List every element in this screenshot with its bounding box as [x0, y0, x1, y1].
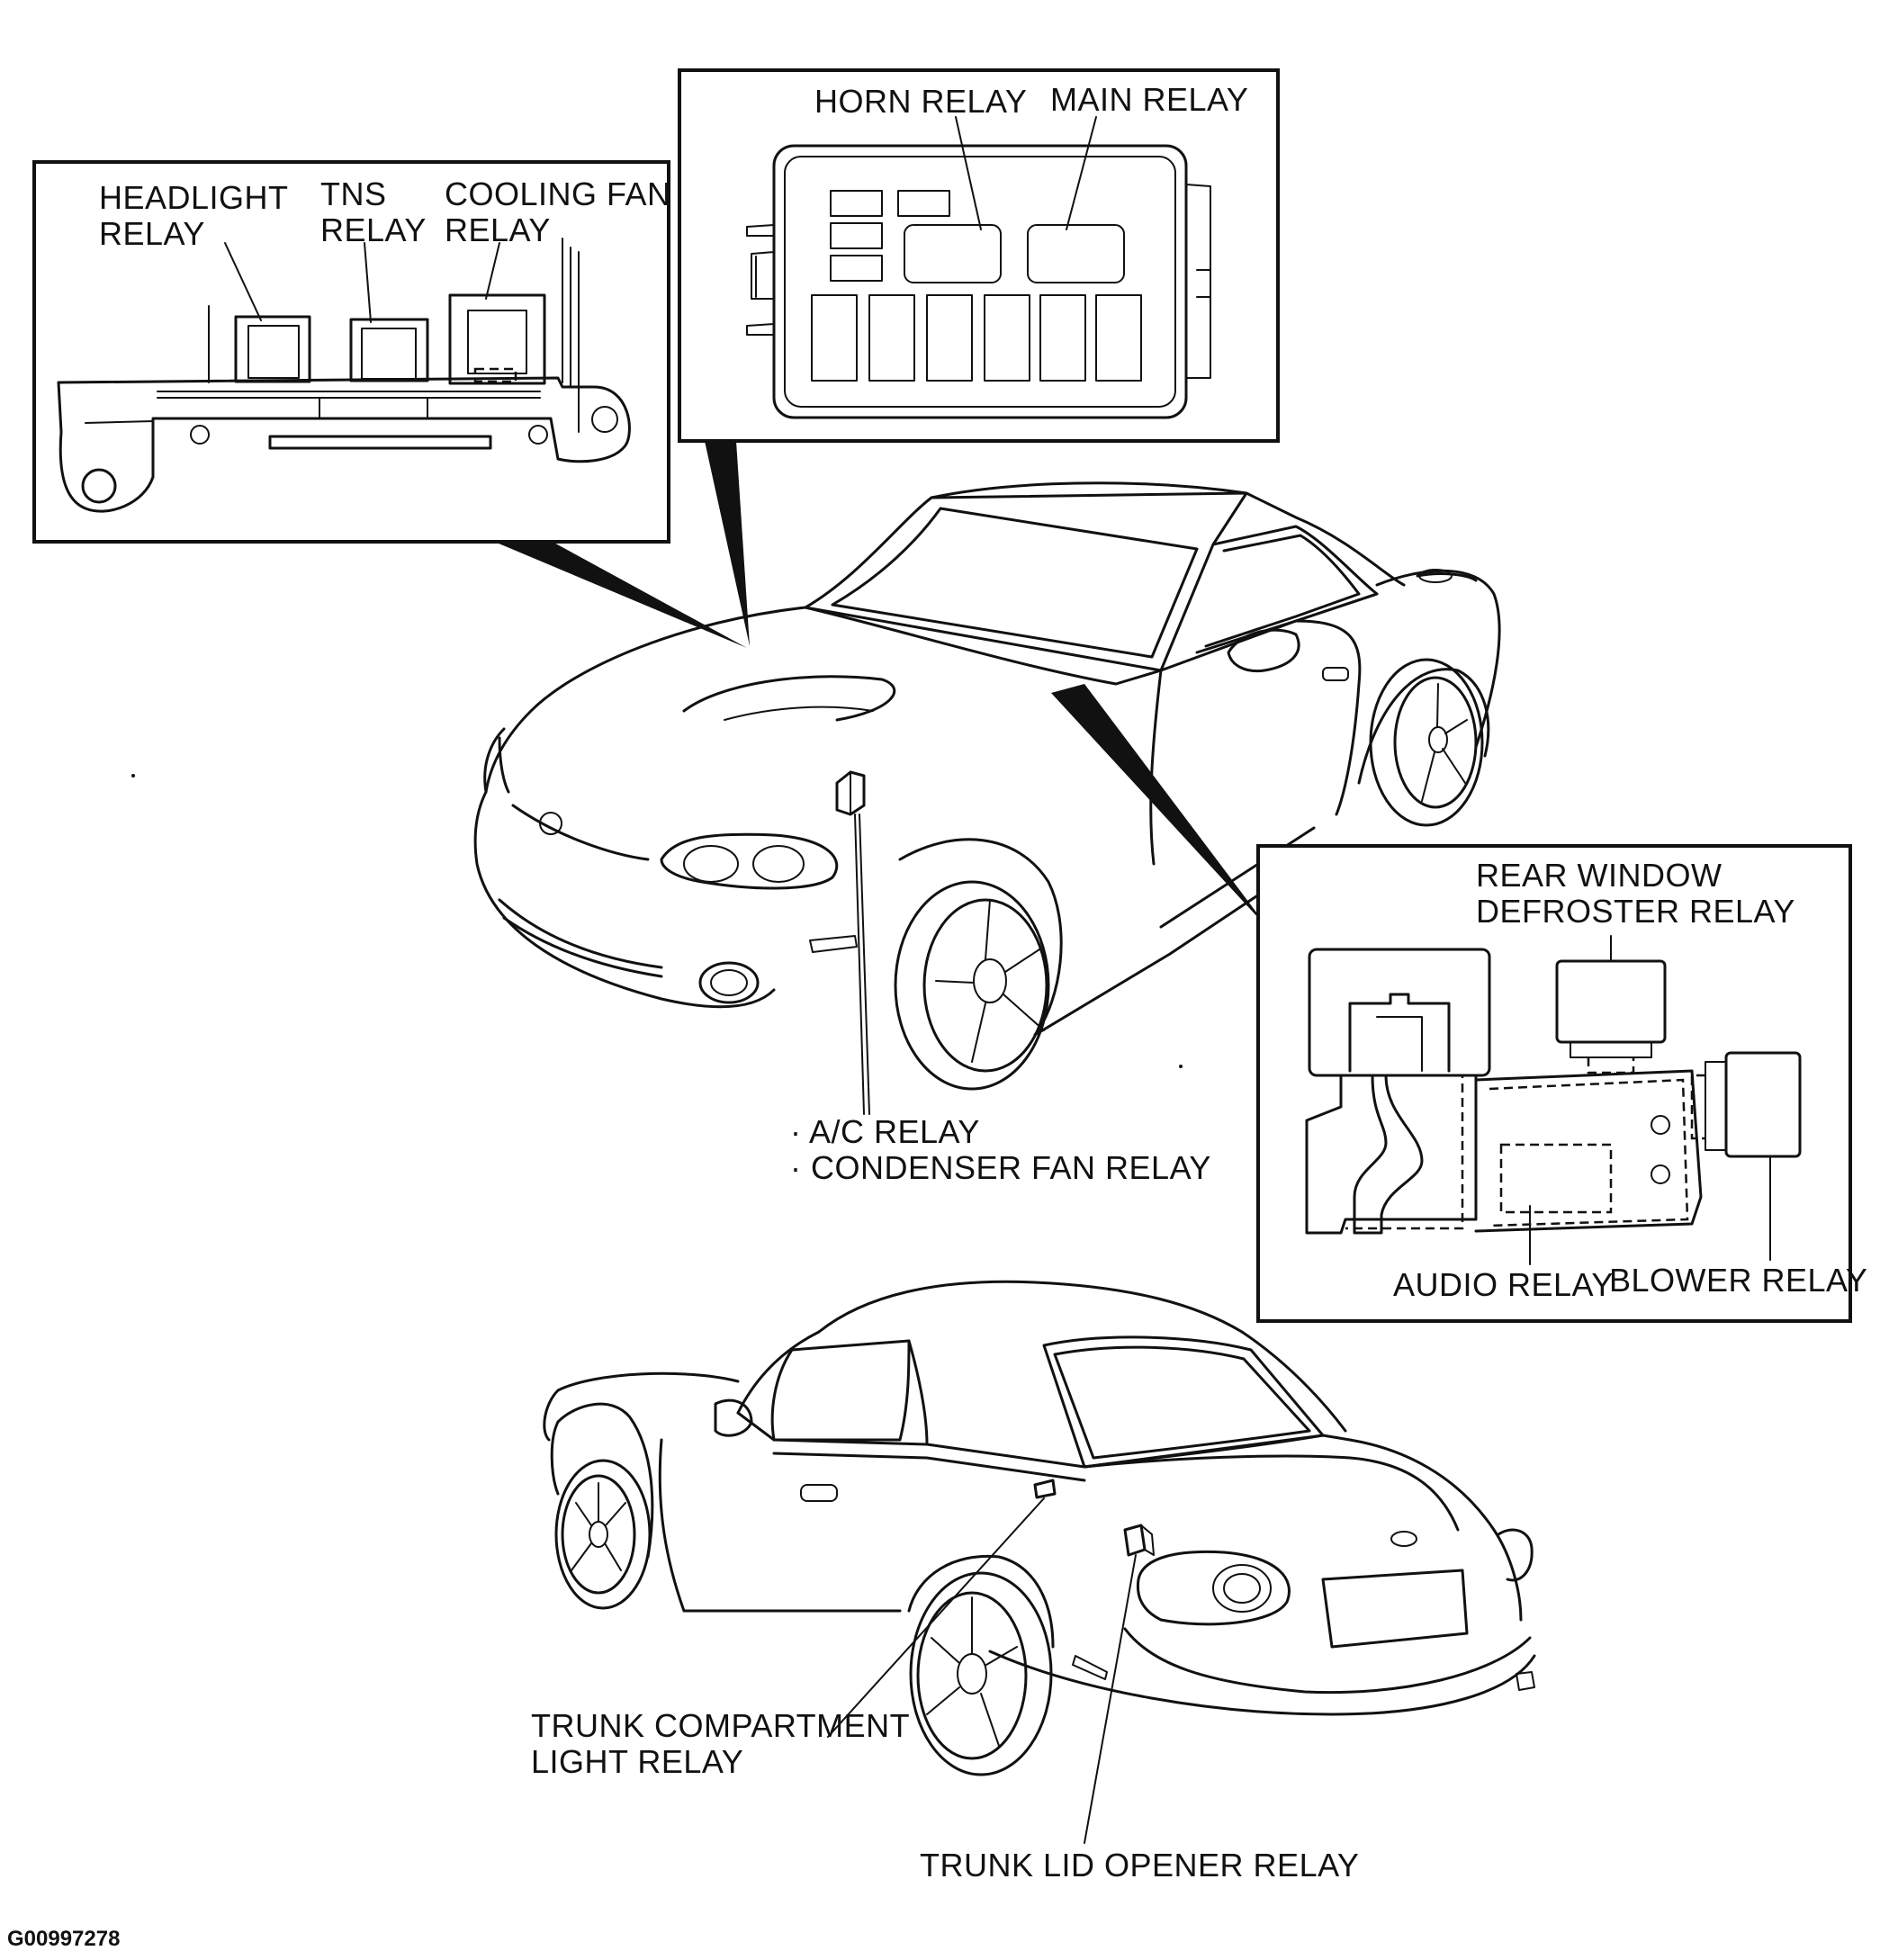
label-trunk-compartment-light-relay-line1: TRUNK COMPARTMENT	[531, 1707, 910, 1744]
label-tns-relay-line2: RELAY	[320, 211, 427, 248]
label-trunk-compartment-light-relay-line2: LIGHT RELAY	[531, 1743, 743, 1780]
label-horn-relay: HORN RELAY	[814, 83, 1027, 120]
main-relay-part	[1027, 224, 1125, 283]
figure-code: G00997278	[7, 1927, 120, 1951]
ac-relay-block	[835, 770, 866, 816]
front-car-illustration	[473, 481, 1501, 1115]
label-tns-relay-line1: TNS	[320, 175, 387, 212]
trunk-lid-opener-relay-block	[1123, 1524, 1155, 1557]
inset-box-dash-relays	[1256, 844, 1852, 1323]
inset-box-fuse-block	[678, 68, 1280, 443]
callout-wedges	[486, 441, 1271, 931]
blower-relay-part	[1690, 1051, 1802, 1158]
label-cooling-fan-relay-line1: COOLING FAN	[445, 175, 671, 212]
label-main-relay: MAIN RELAY	[1050, 81, 1248, 118]
label-cooling-fan-relay-line2: RELAY	[445, 211, 551, 248]
label-headlight-relay-line1: HEADLIGHT	[99, 179, 289, 216]
label-blower-relay: BLOWER RELAY	[1609, 1262, 1867, 1299]
labels: HEADLIGHT RELAY TNS RELAY COOLING FAN RE…	[7, 81, 1867, 1951]
horn-relay-part	[904, 224, 1002, 283]
headlight-relay-part	[234, 315, 311, 383]
inset-box-front-relays	[32, 160, 670, 544]
cooling-fan-relay-part	[448, 293, 546, 385]
tns-relay-part	[349, 318, 429, 382]
rear-car-illustration	[543, 1280, 1536, 1844]
label-rear-window-defroster-relay-line1: REAR WINDOW	[1476, 857, 1722, 894]
label-condenser-fan-relay: · CONDENSER FAN RELAY	[790, 1149, 1211, 1186]
label-rear-window-defroster-relay-line2: DEFROSTER RELAY	[1476, 893, 1795, 930]
label-headlight-relay-line2: RELAY	[99, 215, 205, 252]
label-audio-relay: AUDIO RELAY	[1393, 1266, 1614, 1303]
trunk-compartment-light-relay-block	[1033, 1479, 1057, 1499]
label-ac-relay: · A/C RELAY	[790, 1113, 980, 1150]
label-trunk-lid-opener-relay: TRUNK LID OPENER RELAY	[920, 1847, 1359, 1884]
